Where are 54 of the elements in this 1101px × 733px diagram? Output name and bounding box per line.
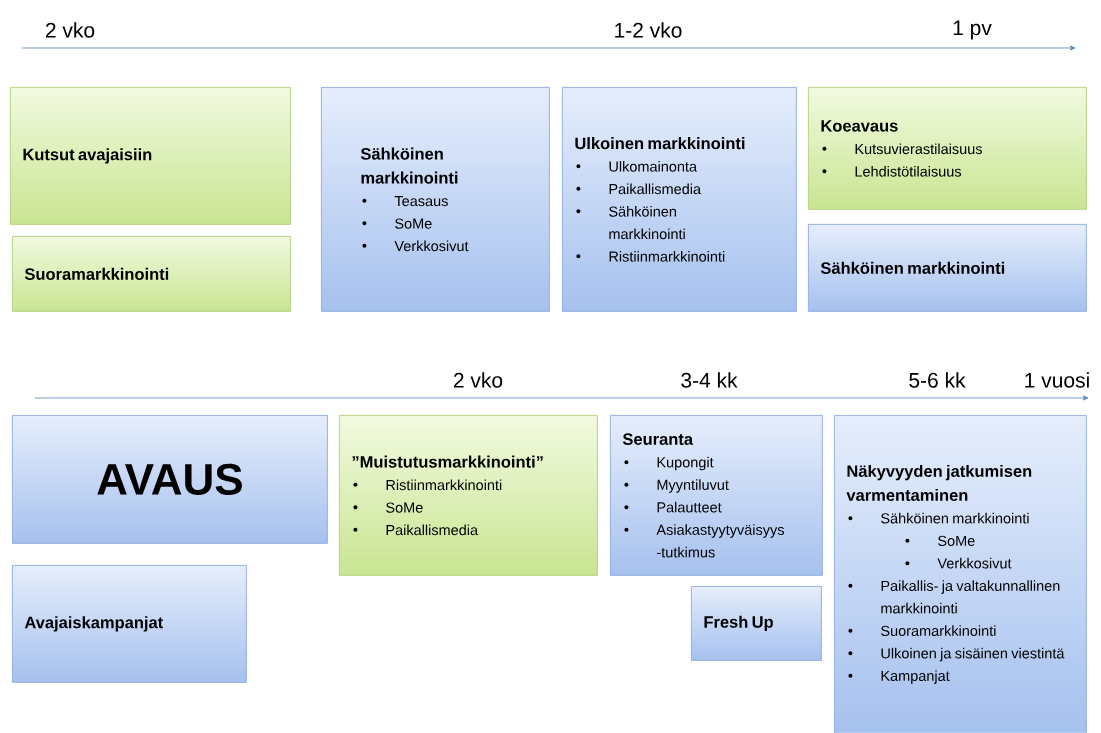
text-box: [12, 565, 247, 683]
bullet-item: Ristiinmarkkinointi: [353, 479, 502, 491]
bullet-item: Verkkosivut: [905, 557, 1012, 569]
text-box: [12, 415, 328, 544]
bullet-item: Ulkoinen ja sisäinen viestintä: [848, 647, 1065, 662]
text-box: [808, 224, 1087, 312]
text-box: [691, 586, 822, 661]
bullet-item: Asiakastyytyväisyys -tutkimus: [624, 524, 784, 558]
bullet-item: Lehdistötilaisuus: [822, 166, 962, 177]
bullet-item: Suoramarkkinointi: [848, 625, 996, 636]
heading: Kutsut avajaisiin: [23, 148, 152, 164]
bullet-item: Sähköinen markkinointi: [848, 512, 1029, 524]
heading: Avajaiskampanjat: [24, 616, 163, 632]
time-label: 1 vuosi: [1025, 372, 1089, 388]
bullet-item: Paikallismedia: [576, 183, 702, 195]
bullet-item: SoMe: [905, 535, 975, 546]
heading: Seuranta: [622, 433, 694, 445]
text-box: [834, 415, 1087, 733]
text-box: [808, 87, 1087, 210]
bullet-item: Palautteet: [624, 501, 722, 513]
heading: Sähköinen markkinointi: [820, 261, 1005, 274]
bullet-item: Paikallismedia: [353, 524, 479, 536]
bullet-item: Paikallis- ja valtakunnallinen markkinointi: [848, 580, 1060, 614]
heading: Koeavaus: [821, 120, 898, 132]
text-box: [321, 87, 550, 312]
heading: ”Muistutusmarkkinointi”: [352, 455, 543, 468]
bullet-item: Verkkosivut: [362, 240, 469, 252]
text-box: [12, 236, 291, 312]
text-box: [10, 87, 291, 225]
time-label: 2 vko: [453, 372, 503, 388]
time-label: 3-4 kk: [681, 372, 738, 388]
text-box: [610, 415, 823, 576]
time-label: 5-6 kk: [909, 372, 966, 388]
bullet-item: Ulkomainonta: [576, 161, 698, 172]
bullet-item: Kampanjat: [848, 670, 950, 684]
bullet-item: Myyntiluvut: [624, 479, 729, 493]
bullet-item: SoMe: [362, 218, 432, 229]
text-box: [562, 87, 797, 312]
heading: Ulkoinen markkinointi: [575, 137, 745, 150]
bullet-item: Teasaus: [362, 196, 448, 207]
time-label: 2 vko: [45, 22, 95, 38]
heading: AVAUS: [97, 463, 242, 495]
heading: Näkyvyyden jatkumisen varmentaminen: [846, 464, 1032, 501]
heading: Fresh Up: [704, 615, 773, 632]
bullet-item: Ristiinmarkkinointi: [576, 251, 725, 262]
bullet-item: Sähköinen markkinointi: [576, 206, 685, 240]
time-label: 1 pv: [953, 20, 992, 40]
bullet-item: Kutsuvierastilaisuus: [822, 143, 982, 155]
heading: Suoramarkkinointi: [24, 267, 169, 280]
heading: Sähköinen markkinointi: [360, 147, 458, 184]
bullet-item: SoMe: [353, 502, 423, 513]
text-box: [339, 415, 598, 576]
time-label: 1-2 vko: [615, 22, 682, 38]
bullet-item: Kupongit: [624, 456, 714, 471]
